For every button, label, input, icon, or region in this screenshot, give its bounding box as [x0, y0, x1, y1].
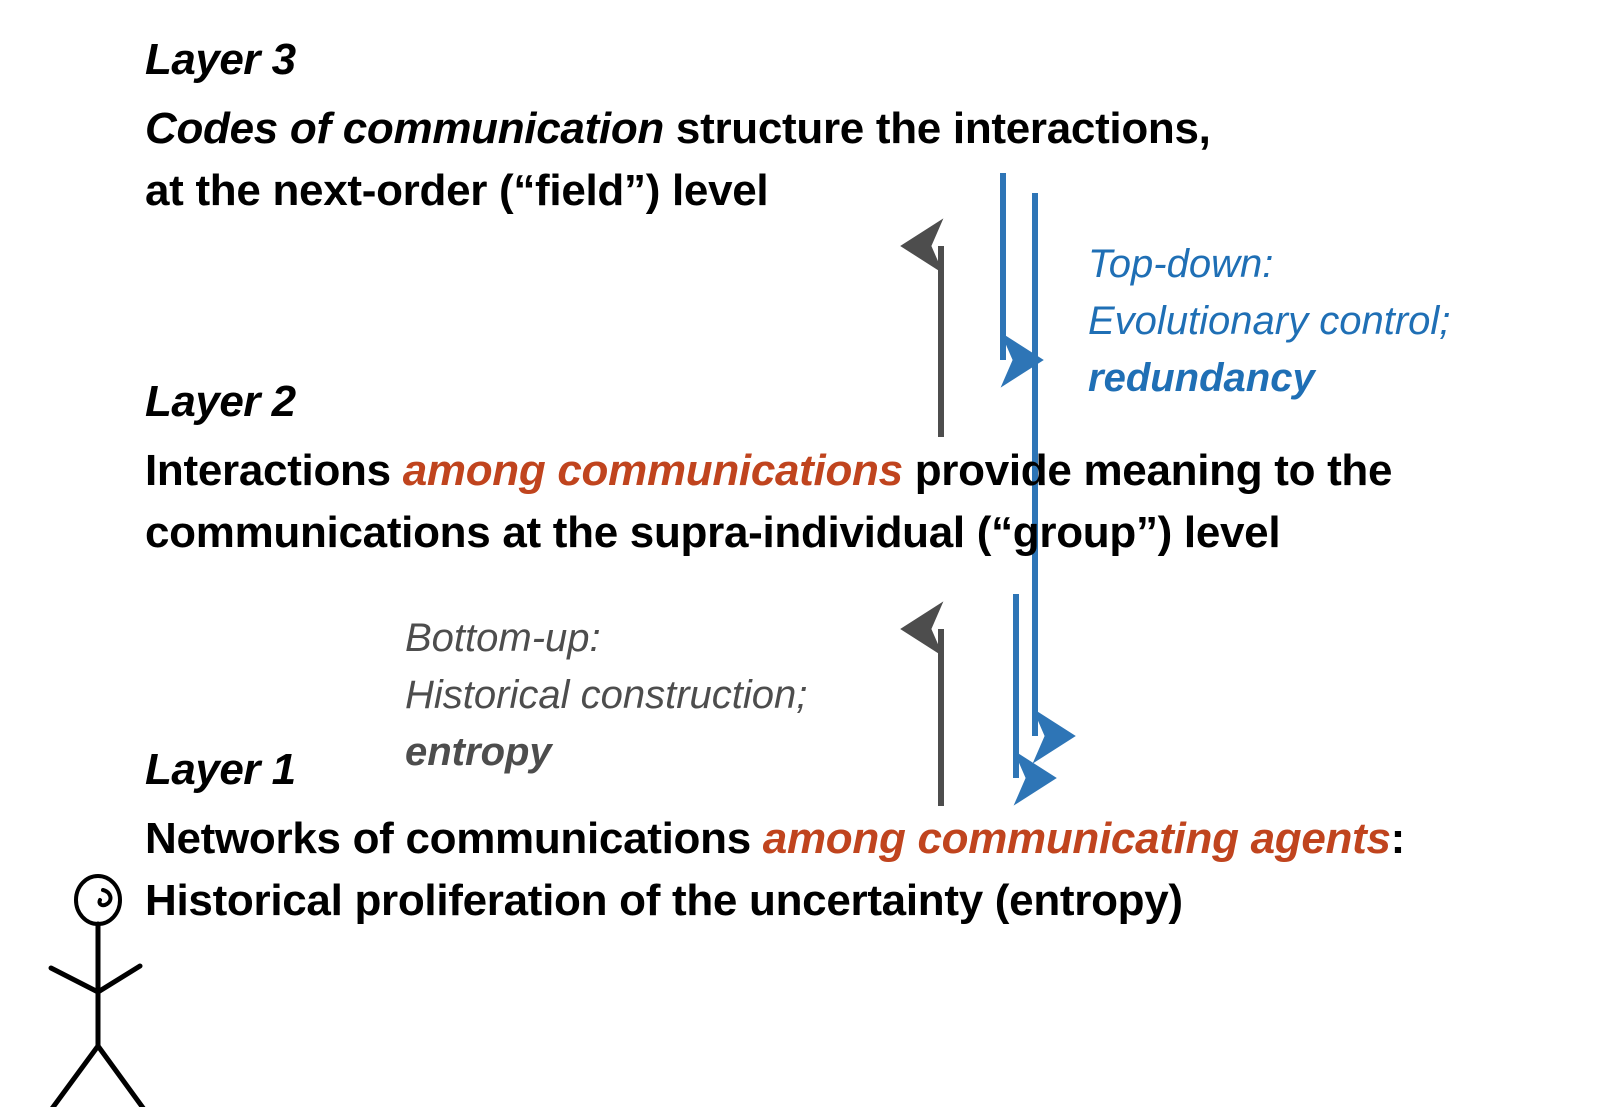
layer-1-line-1-post: : — [1390, 814, 1406, 863]
layer-2-line-1-post: provide meaning to the — [902, 446, 1393, 495]
layer-2-line-1: Interactions among communications provid… — [145, 442, 1392, 500]
layer-2-label: Layer 2 — [145, 377, 296, 426]
layer-3-line-1-emphasis: Codes of communication — [145, 104, 664, 153]
layer-1-label: Layer 1 — [145, 745, 296, 794]
stick-figure-left-leg — [50, 1043, 101, 1107]
annotation-bottom-up-line-3: entropy — [405, 729, 552, 774]
annotation-bottom-up: Bottom-up: Historical construction; entr… — [405, 610, 807, 780]
layer-2-line-1-emphasis: among communications — [402, 446, 903, 495]
stick-figure-agent — [48, 874, 146, 1107]
layer-1-line-1-pre: Networks of communications — [145, 814, 763, 863]
stick-figure-right-leg — [95, 1043, 146, 1107]
annotation-top-down: Top-down: Evolutionary control; redundan… — [1088, 236, 1450, 406]
layer-3-line-1: Codes of communication structure the int… — [145, 100, 1211, 158]
layer-3-line-1-rest: structure the interactions, — [664, 104, 1211, 153]
layer-1-line-2: Historical proliferation of the uncertai… — [145, 876, 1183, 925]
annotation-top-down-line-1: Top-down: — [1088, 242, 1274, 286]
layer-2-line-2: communications at the supra-individual (… — [145, 508, 1281, 557]
layer-3-label: Layer 3 — [145, 35, 296, 84]
layer-1-line-1-emphasis: among communicating agents — [762, 814, 1391, 863]
stick-figure-right-arm — [95, 963, 143, 995]
annotation-bottom-up-line-2: Historical construction; — [405, 672, 808, 717]
layer-3-line-2: at the next-order (“field”) level — [145, 166, 769, 215]
stick-figure-left-arm — [48, 965, 101, 995]
stick-figure-face — [97, 888, 113, 908]
layer-2-line-1-pre: Interactions — [145, 446, 403, 495]
annotation-top-down-line-3: redundancy — [1088, 355, 1315, 400]
annotation-top-down-line-2: Evolutionary control; — [1088, 298, 1451, 343]
annotation-bottom-up-line-1: Bottom-up: — [405, 616, 601, 660]
layer-1-line-1: Networks of communications among communi… — [145, 810, 1405, 868]
